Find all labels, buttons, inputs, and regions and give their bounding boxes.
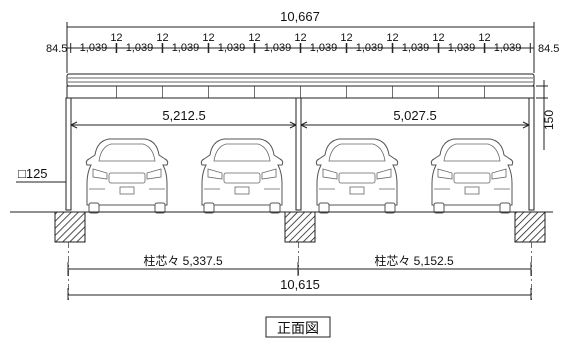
- span-left-label: 5,212.5: [162, 108, 205, 123]
- gap-label: 12: [294, 32, 306, 44]
- gap-label: 12: [432, 32, 444, 44]
- gap-label: 12: [156, 32, 168, 44]
- post-pitch-dimensions: 柱芯々 5,337.5 柱芯々 5,152.5: [67, 253, 532, 276]
- top-overall-dimension: 10,667: [66, 9, 535, 73]
- roof: [66, 73, 535, 99]
- span-right-label: 5,027.5: [393, 108, 436, 123]
- module-label: 1,039: [402, 42, 430, 54]
- gap-label: 12: [202, 32, 214, 44]
- view-title: 正面図: [265, 316, 331, 338]
- module-label: 1,039: [172, 42, 200, 54]
- overall-bottom-label: 10,615: [280, 277, 320, 292]
- pitch-left-label: 柱芯々 5,337.5: [143, 253, 223, 268]
- gap-label: 12: [248, 32, 260, 44]
- post-right: [528, 97, 535, 211]
- beam-height-label: 150: [542, 110, 556, 130]
- module-label: 1,039: [264, 42, 292, 54]
- overall-top-label: 10,667: [280, 9, 320, 24]
- cars: [85, 138, 514, 214]
- edge-left-label: 84.5: [46, 43, 67, 55]
- view-label: 正面図: [277, 320, 319, 336]
- car-3: [315, 138, 399, 214]
- post-size-callout: □125: [16, 166, 66, 183]
- module-label: 1,039: [356, 42, 384, 54]
- gap-label: 12: [478, 32, 490, 44]
- module-label: 1,039: [494, 42, 522, 54]
- module-label: 1,039: [80, 42, 108, 54]
- module-label: 1,039: [126, 42, 154, 54]
- footing-right: [514, 211, 546, 243]
- module-label: 1,039: [218, 42, 246, 54]
- module-label: 1,039: [448, 42, 476, 54]
- car-4: [430, 138, 514, 214]
- gap-label: 12: [110, 32, 122, 44]
- ground-and-footings: [10, 211, 553, 300]
- footing-left: [54, 211, 86, 243]
- car-1: [85, 138, 169, 214]
- edge-right-label: 84.5: [538, 43, 559, 55]
- post-size-label: □125: [18, 166, 48, 181]
- car-2: [200, 138, 284, 214]
- module-label: 1,039: [310, 42, 338, 54]
- post-left: [65, 97, 72, 211]
- bottom-overall-dimension: 10,615: [67, 277, 532, 300]
- footing-middle: [284, 211, 316, 243]
- gap-label: 12: [340, 32, 352, 44]
- top-module-dimensions: 84.5 84.5 1,039 1,039 1,039 1,039 1,039 1,039 1,…: [46, 32, 559, 55]
- beam-height-dimension: 150: [536, 80, 556, 150]
- gap-label: 12: [386, 32, 398, 44]
- inner-span-dimensions: 5,212.5 5,027.5: [70, 108, 530, 129]
- post-middle: [295, 97, 302, 211]
- pitch-right-label: 柱芯々 5,152.5: [374, 253, 454, 268]
- posts: [65, 97, 535, 211]
